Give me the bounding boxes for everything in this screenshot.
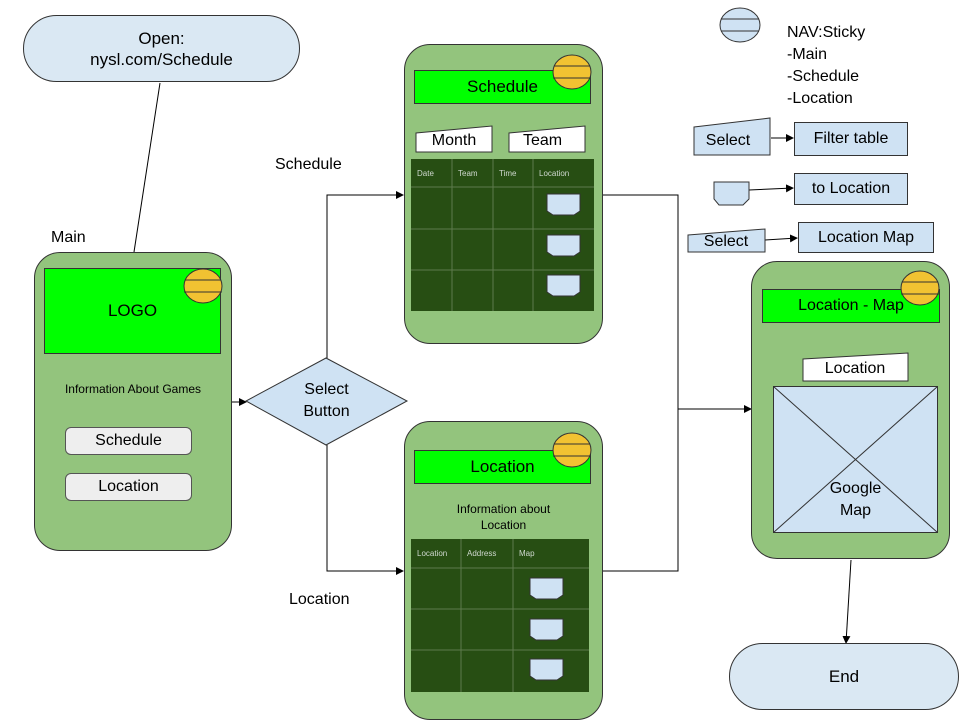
edge-label-schedule: Schedule <box>275 156 342 173</box>
location-link-icon[interactable] <box>546 274 582 298</box>
start-terminal: Open: nysl.com/Schedule <box>23 15 300 82</box>
map-location-button-shape[interactable] <box>802 352 910 382</box>
end-terminal: End <box>729 643 959 710</box>
legend-select2-label: Select <box>703 233 749 250</box>
decision-label: Select Button <box>265 378 388 424</box>
location-link-icon[interactable] <box>546 234 582 258</box>
legend-location-map: Location Map <box>798 222 934 253</box>
legend-to-location: to Location <box>794 173 908 205</box>
arrow-decision-to-schedule <box>326 191 404 358</box>
start-line-1: Open: <box>138 28 185 48</box>
arrow-map-to-end <box>842 559 852 644</box>
schedule-col-time: Time <box>499 168 517 178</box>
google-map-label: Google Map <box>773 478 938 522</box>
legend-nav-line: NAV:Sticky <box>787 24 866 41</box>
map-location-button[interactable]: Location <box>824 360 886 377</box>
location-table-grid <box>411 539 589 692</box>
location-title: Location <box>470 457 535 476</box>
schedule-table: Date Team Time Location <box>411 159 594 311</box>
legend-nav-line: -Schedule <box>787 68 860 85</box>
map-title-bar: Location - Map <box>762 289 940 323</box>
decision-line-1: Select <box>304 381 349 398</box>
schedule-title-bar: Schedule <box>414 70 591 104</box>
location-col-address: Address <box>467 549 497 558</box>
line-location-to-map <box>603 409 679 572</box>
map-line-2: Map <box>839 502 872 519</box>
legend-nav-line: -Main <box>787 46 828 63</box>
location-col-location: Location <box>417 549 448 558</box>
schedule-col-date: Date <box>417 168 434 178</box>
month-filter-label[interactable]: Month <box>431 132 477 149</box>
map-title: Location - Map <box>798 297 904 314</box>
location-info-line-2: Location <box>480 518 527 532</box>
legend-select-shape <box>693 117 771 156</box>
legend-select-label: Select <box>705 132 751 149</box>
map-line-1: Google <box>829 480 882 497</box>
location-link-icon[interactable] <box>546 193 582 217</box>
location-col-map: Map <box>519 549 535 558</box>
legend-nav-icon <box>719 7 761 43</box>
schedule-button[interactable]: Schedule <box>65 427 192 455</box>
main-screen-label: Main <box>51 229 86 246</box>
map-link-icon[interactable] <box>529 577 565 601</box>
legend-nav-description: NAV:Sticky -Main -Schedule -Location <box>787 22 865 110</box>
map-link-icon[interactable] <box>529 618 565 642</box>
google-map-placeholder <box>773 386 938 533</box>
schedule-col-location: Location <box>539 168 570 178</box>
schedule-col-team: Team <box>458 168 478 178</box>
logo-text: LOGO <box>107 301 158 320</box>
legend-filter-table: Filter table <box>794 122 908 156</box>
location-info-text: Information about Location <box>404 500 603 534</box>
schedule-table-grid <box>411 159 594 311</box>
legend-nav-line: -Location <box>787 90 853 107</box>
location-button[interactable]: Location <box>65 473 192 501</box>
legend-tab-shape <box>713 181 750 206</box>
end-label: End <box>828 666 860 686</box>
legend-select2-shape <box>687 228 766 253</box>
line-schedule-to-map <box>603 194 679 409</box>
map-link-icon[interactable] <box>529 658 565 682</box>
month-filter-shape[interactable] <box>415 125 494 153</box>
location-info-line-1: Information about <box>456 502 551 516</box>
start-line-2: nysl.com/Schedule <box>90 49 233 69</box>
select-button-decision <box>244 357 409 446</box>
arrow-decision-to-location <box>326 445 404 575</box>
team-filter-label[interactable]: Team <box>522 132 563 149</box>
nav-menu-icon[interactable] <box>183 268 223 304</box>
team-filter-shape[interactable] <box>508 125 587 153</box>
main-info-text: Information About Games <box>64 382 202 396</box>
location-table: Location Address Map <box>411 539 589 692</box>
nav-menu-icon[interactable] <box>900 270 940 307</box>
legend-arrow-select-map <box>764 234 798 243</box>
nav-menu-icon[interactable] <box>552 54 592 91</box>
nav-menu-icon[interactable] <box>552 432 592 469</box>
legend-arrow-tab-location <box>748 184 794 193</box>
line-start-to-main <box>133 82 161 253</box>
decision-line-2: Button <box>303 403 350 420</box>
edge-label-location: Location <box>289 591 350 608</box>
schedule-title: Schedule <box>467 77 538 96</box>
